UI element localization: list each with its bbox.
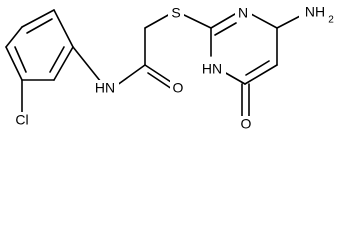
bond-carbonyl-o-1 (144, 64, 175, 85)
atom-amide-oxygen: O (173, 80, 184, 96)
bond-ch2-s (144, 13, 171, 29)
bond-benzene-2 (53, 9, 74, 48)
bonds (5, 9, 305, 117)
atom-nitrogen-ring-top: N (238, 5, 248, 21)
atom-chlorine: Cl (15, 112, 28, 128)
atom-amino-nh: NH (305, 4, 325, 20)
atom-ring-nh: HN (202, 61, 222, 77)
molecule-structure: S N NH 2 HN O HN O Cl (5, 3, 335, 134)
bond-benzene-inner-2 (49, 46, 65, 73)
bond-aryl-n (72, 46, 102, 83)
atom-labels: S N NH 2 HN O HN O Cl (10, 4, 334, 134)
atom-sulfur: S (171, 5, 180, 21)
bond-benzene-inner-3 (14, 46, 27, 73)
bond-benzene-3 (53, 46, 74, 81)
bond-c5-c6 (244, 64, 278, 85)
bond-c6-n1 (223, 71, 246, 85)
bond-benzene-6 (5, 26, 23, 48)
chemical-structure-drawing: S N NH 2 HN O HN O Cl (5, 3, 335, 134)
bond-benzene-inner-1 (26, 18, 53, 34)
atom-ring-oxygen: O (241, 116, 252, 132)
atom-amide-nh: HN (95, 80, 115, 96)
bond-benzene-5 (5, 46, 23, 81)
bond-benzene-1 (21, 9, 55, 28)
bond-s-c2 (181, 13, 212, 29)
bond-n3-c4 (250, 13, 278, 29)
bond-c2-n3 (210, 13, 236, 29)
bond-c5-c6-inner (245, 60, 270, 76)
bond-c2-n3-inner (214, 22, 237, 36)
atom-amino-subscript: 2 (328, 15, 334, 26)
bond-carbonyl-o-2 (147, 72, 173, 90)
